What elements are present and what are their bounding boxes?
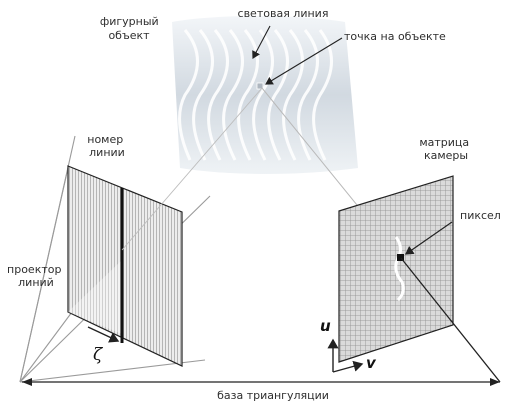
- camera-matrix: [327, 175, 501, 383]
- projector-plane: [67, 165, 183, 367]
- shaped-object-label: фигурный объект: [100, 15, 162, 42]
- pixel-marker: [397, 254, 404, 261]
- line-projector-label: проектор линий: [7, 263, 65, 289]
- u-axis-label: u: [320, 317, 331, 335]
- object-point-marker: [256, 82, 264, 90]
- v-axis-label: v: [366, 354, 377, 372]
- projector-ray-to-object: [121, 87, 263, 251]
- zeta-arrow: [87, 326, 120, 343]
- camera-light-curve: [394, 236, 405, 302]
- object-body: [172, 16, 358, 174]
- base-right-arrowhead: [490, 378, 500, 386]
- line-projector: [19, 87, 263, 383]
- camera-matrix-label: матрица камеры: [419, 136, 472, 162]
- v-axis-arrow: [332, 360, 364, 373]
- object-light-stripes: [178, 29, 333, 161]
- zeta-label: ζ: [93, 345, 104, 365]
- pixel-label-arrow: [405, 221, 453, 255]
- pixel-ray: [400, 257, 501, 383]
- triangulation-base-label: база триангуляции: [217, 389, 329, 402]
- light-line-label: световая линия: [238, 7, 329, 20]
- pixel-label: пиксел: [460, 209, 501, 222]
- base-left-arrowhead: [22, 378, 32, 386]
- projector-shadow: [68, 260, 122, 334]
- line-number-label: номер линии: [87, 133, 126, 159]
- object-point-label: точка на объекте: [344, 30, 446, 43]
- object-point-arrow: [265, 37, 343, 85]
- shaped-object-arrow: [252, 25, 271, 59]
- shaped-object: [172, 16, 358, 174]
